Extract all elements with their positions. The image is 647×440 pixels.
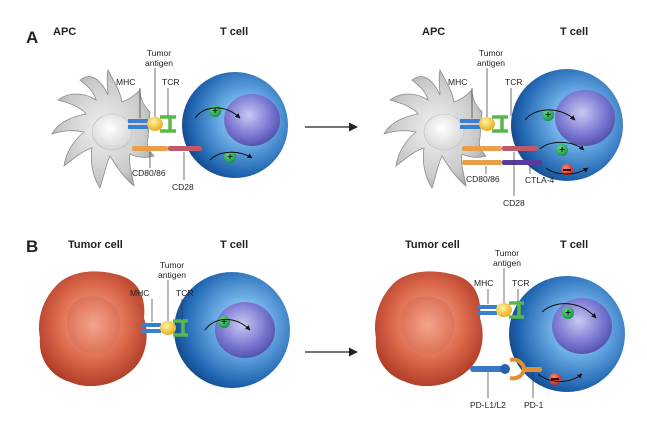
tcr-label: TCR (512, 278, 529, 288)
mhc-label: MHC (474, 278, 493, 288)
cd28-label: CD28 (503, 198, 525, 208)
cd28-receptor (168, 146, 202, 151)
panel-b-left: Tumor cell T cell + Tumor antigen MHC TC… (39, 239, 290, 388)
apc-label: APC (53, 26, 76, 38)
tumor-antigen-label-2: antigen (477, 58, 505, 68)
tcr-label: TCR (505, 77, 522, 87)
tumor-antigen (160, 321, 176, 335)
mhc-receptor (477, 311, 497, 315)
cd80-86-ligand (462, 160, 502, 165)
cd80-86-ligand (462, 146, 502, 151)
cd80-86-label: CD80/86 (132, 168, 166, 178)
mhc-label: MHC (448, 77, 467, 87)
cd80-86-label: CD80/86 (466, 174, 500, 184)
t-cell-nucleus (555, 90, 615, 146)
panel-b-right: Tumor cell T cell + Tumor antigen MHC TC… (375, 239, 625, 410)
cd28-receptor (502, 146, 538, 151)
pd-l1-l2-ligand (500, 364, 510, 374)
mhc-receptor (141, 329, 161, 333)
panel-a-left: APC T cell + + Tumor antigen MHC TCR (52, 26, 288, 192)
svg-text:+: + (545, 110, 551, 121)
mhc-receptor (141, 323, 161, 327)
t-cell-nucleus (215, 302, 275, 358)
mhc-label: MHC (116, 77, 135, 87)
tumor-antigen-label-2: antigen (145, 58, 173, 68)
mhc-receptor (460, 119, 480, 123)
apc-label: APC (422, 26, 445, 38)
mhc-label: MHC (130, 288, 149, 298)
mhc-receptor (460, 125, 480, 129)
tumor-antigen-label-2: antigen (493, 258, 521, 268)
svg-text:+: + (221, 317, 227, 328)
t-cell-nucleus (224, 94, 280, 146)
panel-letter-b: B (26, 237, 38, 256)
pd-1-receptor (524, 367, 542, 372)
ctla-4-receptor (502, 160, 542, 165)
tumor-cell-label: Tumor cell (68, 239, 123, 251)
tumor-antigen (147, 117, 163, 131)
tumor-antigen-label-1: Tumor (479, 48, 503, 58)
panel-a-right: APC T cell + + Tumor antigen MHC TCR (384, 26, 623, 208)
t-cell-nucleus (552, 298, 612, 354)
cd28-label: CD28 (172, 182, 194, 192)
pd-l1-l2-label: PD-L1/L2 (470, 400, 506, 410)
tumor-antigen-label-1: Tumor (160, 260, 184, 270)
tumor-antigen (496, 303, 512, 317)
pd-1-label: PD-1 (524, 400, 544, 410)
tumor-antigen (479, 117, 495, 131)
t-cell-label: T cell (220, 239, 248, 251)
apc-nucleus (424, 114, 464, 150)
pd-l1-l2-ligand (470, 366, 504, 372)
ctla-4-label: CTLA-4 (525, 175, 555, 185)
tcr-label: TCR (162, 77, 179, 87)
t-cell-label: T cell (220, 26, 248, 38)
t-cell-label: T cell (560, 239, 588, 251)
svg-text:+: + (565, 308, 571, 319)
tcr-label: TCR (176, 288, 193, 298)
svg-text:+: + (559, 145, 565, 156)
tumor-antigen-label-1: Tumor (147, 48, 171, 58)
tumor-cell-label: Tumor cell (405, 239, 460, 251)
cd80-86-ligand (132, 146, 168, 151)
mhc-receptor (128, 119, 148, 123)
t-cell-label: T cell (560, 26, 588, 38)
panel-letter-a: A (26, 28, 38, 47)
tumor-antigen-label-2: antigen (158, 270, 186, 280)
svg-text:+: + (227, 152, 233, 163)
mhc-receptor (128, 125, 148, 129)
apc-nucleus (92, 114, 132, 150)
mhc-receptor (477, 305, 497, 309)
tumor-antigen-label-1: Tumor (495, 248, 519, 258)
